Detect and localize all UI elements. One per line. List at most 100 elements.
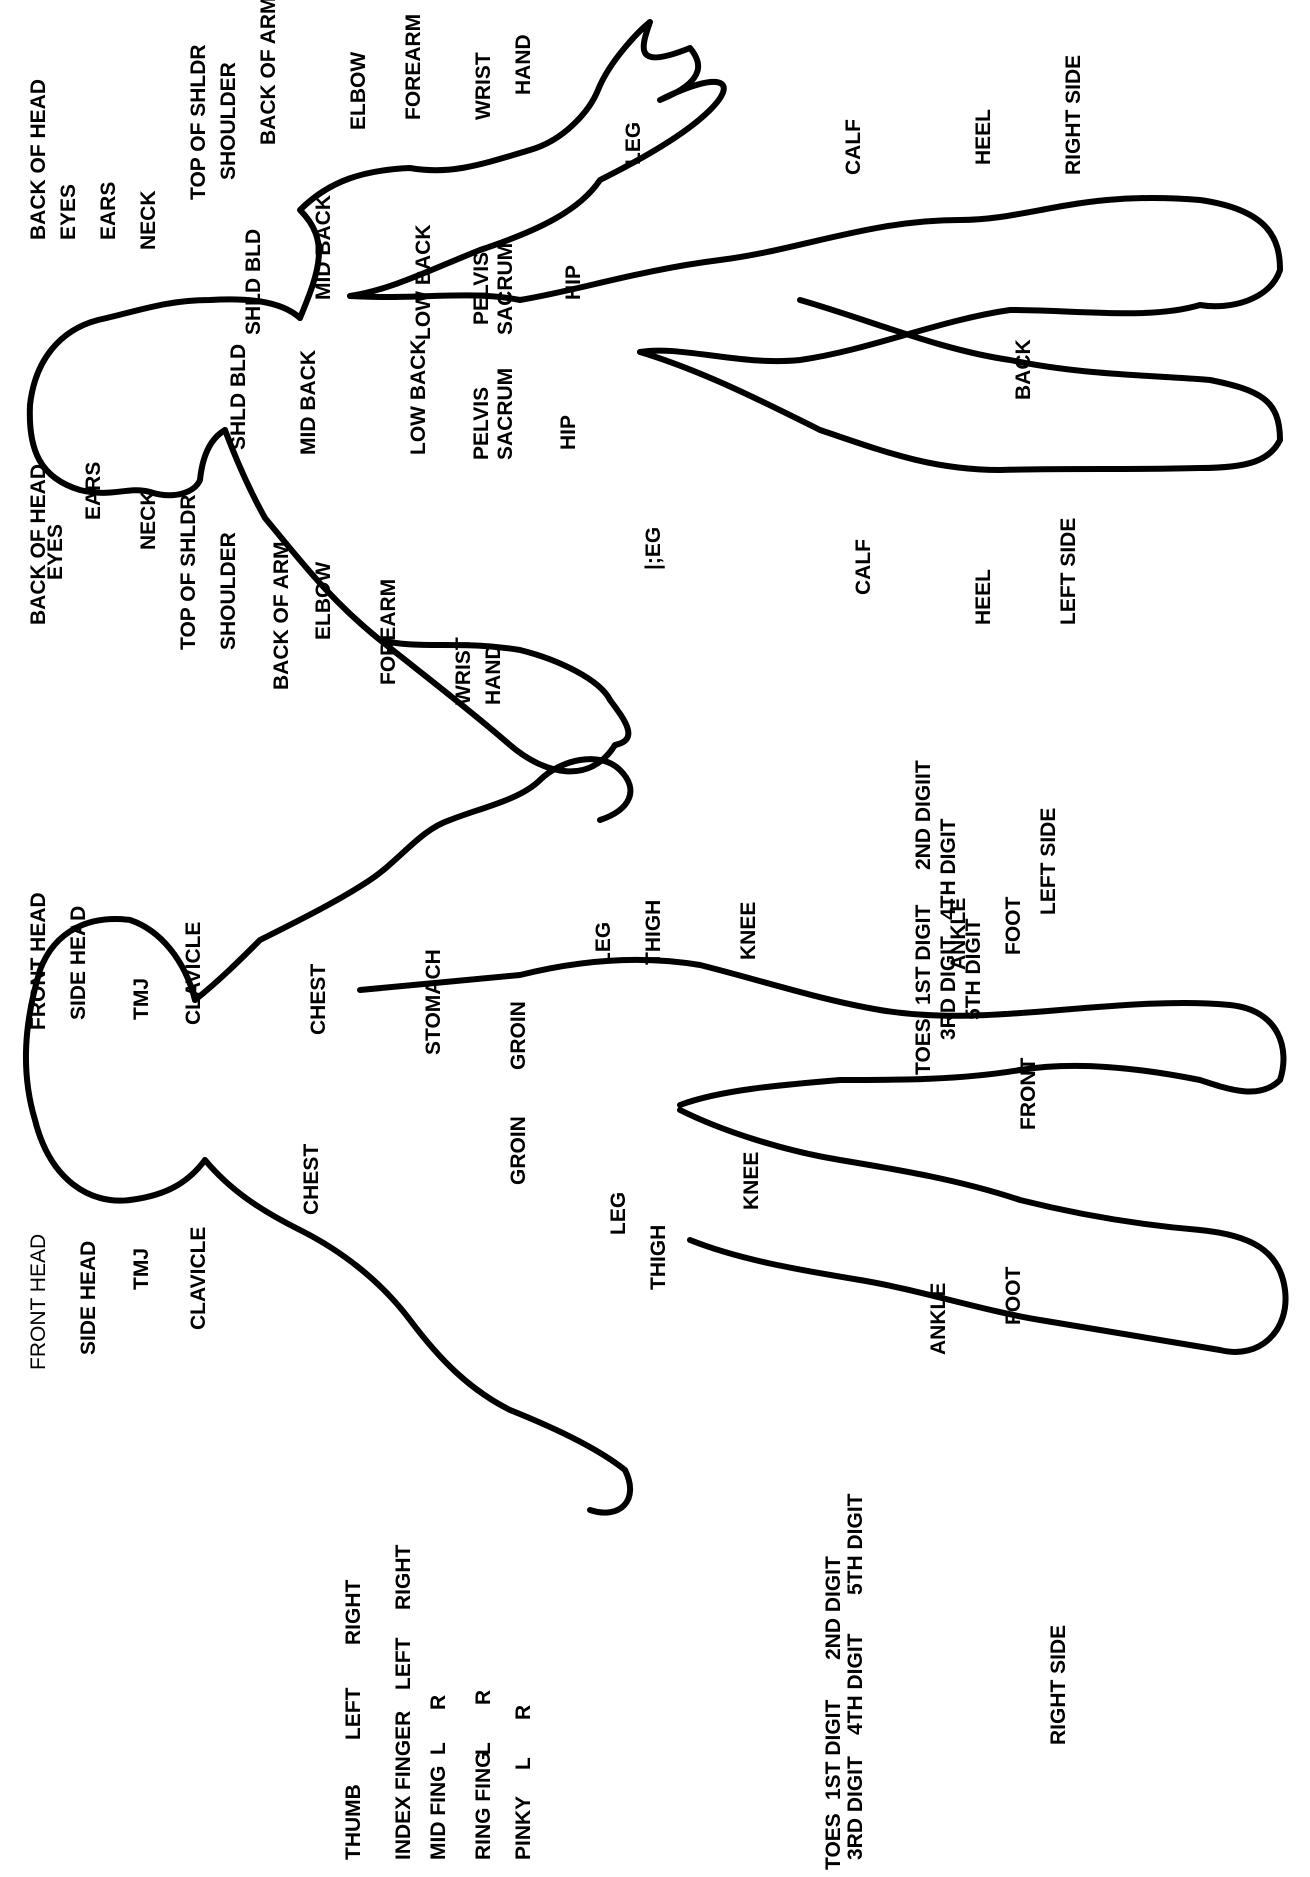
label-heel: HEEL <box>972 569 995 625</box>
label-5th-digit: 5TH DIGIT <box>844 1493 867 1595</box>
label-index-finger: INDEX FINGER <box>392 1711 415 1860</box>
label-eyes: EYES <box>44 524 67 580</box>
label-leg-typo: |;EG <box>642 527 665 570</box>
toes-left-labels: TOES 1ST DIGIT 2ND DIGIIT 3RD DIGIT 4TH … <box>912 760 985 1075</box>
label-knee: KNEE <box>740 1152 763 1210</box>
label-mid-l: L <box>427 1742 450 1755</box>
label-heel: HEEL <box>972 109 995 165</box>
label-side-head: SIDE HEAD <box>67 906 90 1020</box>
label-pelvis: PELVIS <box>470 252 493 325</box>
label-index-right: RIGHT <box>392 1545 415 1611</box>
label-calf: CALF <box>852 539 875 595</box>
label-sacrum: SACRUM <box>494 368 517 460</box>
label-hip: HIP <box>557 415 580 450</box>
label-front-head: FRONT HEAD <box>27 1234 50 1370</box>
front-torso-lower <box>205 1160 630 1513</box>
label-ring-r: R <box>472 1690 495 1705</box>
label-elbow: ELBOW <box>312 562 335 640</box>
label-ring-l: L <box>472 1742 495 1755</box>
label-1st-digit: 1ST DIGIT <box>822 1699 845 1800</box>
label-knee: KNEE <box>737 902 760 960</box>
front-body-outline <box>26 759 1286 1513</box>
label-index-left: LEFT <box>392 1637 415 1690</box>
label-leg: LEG <box>622 122 645 165</box>
front-left-side-caption: LEFT SIDE <box>1037 808 1060 915</box>
label-back-of-head: BACK OF HEAD <box>27 79 50 240</box>
label-pinky: PINKY <box>512 1796 535 1860</box>
label-mid-fing: MID FING <box>427 1766 450 1861</box>
label-clavicle: CLAVICLE <box>182 922 205 1025</box>
label-stomach: STOMACH <box>422 949 445 1055</box>
label-3rd-digit: 3RD DIGIT <box>937 936 960 1040</box>
front-head-outline <box>26 919 205 1201</box>
label-mid-back: MID BACK <box>312 195 335 300</box>
label-clavicle: CLAVICLE <box>187 1227 210 1330</box>
label-ankle: ANKLE <box>927 1283 950 1355</box>
label-3rd-digit: 3RD DIGIT <box>844 1756 867 1860</box>
label-shoulder: SHOULDER <box>217 532 240 650</box>
label-leg: LEG <box>592 922 615 965</box>
label-shld-bld: SHLD BLD <box>227 344 250 450</box>
label-wrist: WRIST <box>472 52 495 120</box>
label-neck: NECK <box>137 190 160 250</box>
label-tmj: TMJ <box>130 978 153 1020</box>
label-forearm: FOREARM <box>402 14 425 120</box>
label-chest: CHEST <box>300 1144 323 1215</box>
label-ears: EARS <box>97 182 120 240</box>
label-foot: FOOT <box>1002 897 1025 955</box>
label-elbow: ELBOW <box>347 52 370 130</box>
label-leg: LEG <box>607 1192 630 1235</box>
label-1st-digit: 1ST DIGIT <box>912 904 935 1005</box>
label-hand: HAND <box>512 34 535 95</box>
front-lower-labels: FRONT HEAD SIDE HEAD TMJ CLAVICLE CHEST … <box>27 1116 1070 1745</box>
label-shld-bld: SHLD BLD <box>242 229 265 335</box>
label-calf: CALF <box>842 119 865 175</box>
back-leg-left <box>640 300 1280 470</box>
body-part-labels: BACK OF HEAD EYES EARS NECK TOP OF SHLDR… <box>27 0 1085 1870</box>
label-thumb-left: LEFT <box>342 1687 365 1740</box>
front-leg-lower <box>680 1110 1286 1352</box>
label-top-of-shldr: TOP OF SHLDR <box>177 494 200 650</box>
label-low-back: LOW BACK <box>412 225 435 340</box>
front-leg-upper <box>360 960 1283 1105</box>
back-right-side-caption: RIGHT SIDE <box>1062 55 1085 175</box>
label-chest: CHEST <box>307 964 330 1035</box>
label-sacrum: SACRUM <box>494 243 517 335</box>
front-caption: FRONT <box>1017 1058 1040 1130</box>
toes-right-labels: TOES 1ST DIGIT 2ND DIGIT 3RD DIGIT 4TH D… <box>822 1493 867 1870</box>
label-wrist: WRIST <box>452 637 475 705</box>
label-5th-digit: 5TH DIGIT <box>962 918 985 1020</box>
label-back-of-arm: BACK OF ARM <box>270 541 293 690</box>
label-groin: GROIN <box>507 1116 530 1185</box>
label-front-head: FRONT HEAD <box>27 892 50 1030</box>
label-low-back: LOW BACK <box>407 340 430 455</box>
label-side-head: SIDE HEAD <box>77 1241 100 1355</box>
label-back-of-arm: BACK OF ARM <box>257 0 280 145</box>
label-forearm: FOREARM <box>377 579 400 685</box>
label-top-of-shldr: TOP OF SHLDR <box>187 44 210 200</box>
label-toes: TOES <box>912 1018 935 1075</box>
label-tmj: TMJ <box>130 1248 153 1290</box>
label-toes: TOES <box>822 1813 845 1870</box>
label-foot: FOOT <box>1002 1267 1025 1325</box>
back-right-side-labels: BACK OF HEAD EYES EARS NECK TOP OF SHLDR… <box>27 0 1085 340</box>
label-ring-fing: RING FING <box>472 1752 495 1861</box>
front-right-side-caption: RIGHT SIDE <box>1047 1625 1070 1745</box>
label-mid-r: R <box>427 1695 450 1710</box>
label-pelvis: PELVIS <box>470 387 493 460</box>
back-left-side-labels: BACK OF HEAD EYES EARS NECK TOP OF SHLDR… <box>27 339 1080 705</box>
label-4th-digit: 4TH DIGIT <box>937 818 960 920</box>
label-pinky-l: L <box>512 1757 535 1770</box>
finger-labels: THUMB LEFT RIGHT INDEX FINGER LEFT RIGHT… <box>342 1545 535 1861</box>
label-thumb: THUMB <box>342 1784 365 1860</box>
label-thigh: THIGH <box>647 1225 670 1290</box>
label-2nd-digit: 2ND DIGIT <box>822 1556 845 1660</box>
label-hand: HAND <box>482 644 505 705</box>
label-thigh: THIGH <box>642 900 665 965</box>
label-neck: NECK <box>137 490 160 550</box>
label-pinky-r: R <box>512 1705 535 1720</box>
label-4th-digit: 4TH DIGIT <box>844 1633 867 1735</box>
label-ears: EARS <box>82 462 105 520</box>
label-groin: GROIN <box>507 1001 530 1070</box>
